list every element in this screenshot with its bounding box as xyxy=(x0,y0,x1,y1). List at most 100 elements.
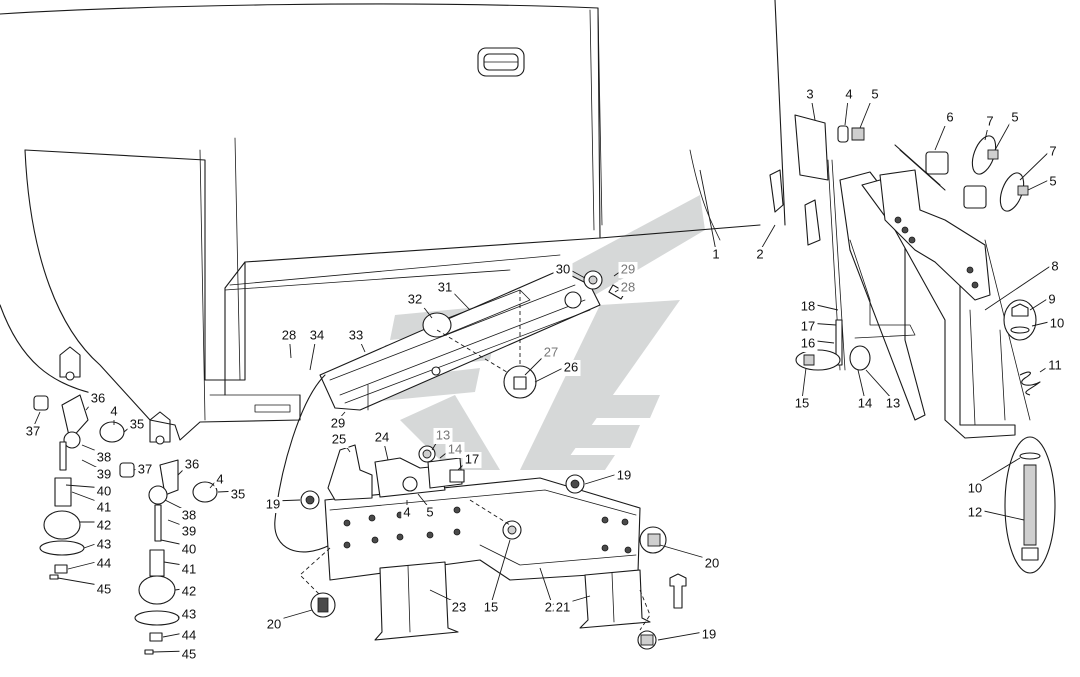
callout-leader-line xyxy=(490,539,511,605)
callout-c27: 27 xyxy=(524,344,561,376)
callout-c12: 12 xyxy=(965,504,1025,521)
callout-number: 39 xyxy=(97,466,111,481)
callout-c1: 1 xyxy=(699,169,722,263)
callout-number: 45 xyxy=(97,581,111,596)
callout-backing xyxy=(94,484,114,500)
callout-backing xyxy=(179,647,199,663)
callout-number: 14 xyxy=(858,395,872,410)
callout-backing xyxy=(798,336,818,352)
callout-number: 34 xyxy=(310,327,324,342)
callout-backing xyxy=(1009,110,1021,126)
callout-number: 43 xyxy=(97,536,111,551)
callout-backing xyxy=(23,424,43,440)
callout-backing xyxy=(1047,144,1059,160)
callout-backing xyxy=(424,505,436,521)
callout-number: 44 xyxy=(97,555,111,570)
callout-leader-line xyxy=(865,369,894,401)
left-mount-assembly-b xyxy=(119,459,218,655)
callout-backing xyxy=(94,537,114,553)
callout-backing xyxy=(94,518,114,534)
callout-backing xyxy=(88,391,108,407)
callout-c34: 34 xyxy=(307,327,327,371)
callout-number: 5 xyxy=(1011,109,1018,124)
callout-number: 15 xyxy=(484,599,498,614)
callout-backing xyxy=(618,280,638,296)
callout-c24: 24 xyxy=(372,429,392,461)
callout-c10a: 10 xyxy=(1031,315,1067,332)
callout-c10b: 10 xyxy=(965,457,1021,497)
callout-c20a: 20 xyxy=(264,609,313,633)
callout-backing xyxy=(94,556,114,572)
callout-c9: 9 xyxy=(1029,291,1058,311)
callout-number: 41 xyxy=(97,499,111,514)
callout-c18: 18 xyxy=(798,298,839,315)
callout-backing xyxy=(462,452,482,468)
callout-backing xyxy=(94,500,114,516)
callout-number: 35 xyxy=(130,416,144,431)
callout-number: 4 xyxy=(110,403,117,418)
callout-leader-line xyxy=(801,367,807,401)
callout-number: 39 xyxy=(182,523,196,538)
callout-number: 29 xyxy=(331,415,345,430)
callout-c38a: 38 xyxy=(81,444,114,466)
callout-backing xyxy=(1047,316,1067,332)
callout-number: 10 xyxy=(968,480,982,495)
callout-backing xyxy=(108,404,120,420)
suspension-strut xyxy=(274,269,601,553)
callout-number: 26 xyxy=(564,359,578,374)
callout-backing xyxy=(228,487,248,503)
callout-c14b: 14 xyxy=(439,441,465,459)
callout-number: 15 xyxy=(795,395,809,410)
callout-backing xyxy=(1046,292,1058,308)
callout-c5d: 5 xyxy=(417,493,436,521)
callout-c4a: 4 xyxy=(843,86,855,126)
callout-backing xyxy=(94,467,114,483)
callout-backing xyxy=(804,87,816,103)
callout-c30: 30 xyxy=(553,261,586,279)
callout-backing xyxy=(754,247,766,263)
callout-c17b: 17 xyxy=(457,451,482,471)
callout-number: 16 xyxy=(801,335,815,350)
callout-backing xyxy=(965,505,985,521)
callout-backing xyxy=(481,600,501,616)
callout-number: 19 xyxy=(617,467,631,482)
callout-c41a: 41 xyxy=(71,491,114,516)
callout-c5a: 5 xyxy=(859,86,881,129)
callout-backing xyxy=(618,262,638,278)
callout-backing xyxy=(843,87,855,103)
callout-c7a: 7 xyxy=(984,113,996,141)
callout-backing xyxy=(944,110,956,126)
callout-backing xyxy=(179,524,199,540)
callout-backing xyxy=(433,428,453,444)
callout-c2: 2 xyxy=(754,224,776,263)
callout-number: 18 xyxy=(801,298,815,313)
callout-number: 5 xyxy=(1049,173,1056,188)
callout-c15b: 15 xyxy=(481,539,511,616)
callout-number: 27 xyxy=(544,344,558,359)
callout-c8: 8 xyxy=(984,258,1061,311)
callout-backing xyxy=(329,432,349,448)
callout-backing xyxy=(445,442,465,458)
callout-number: 19 xyxy=(702,626,716,641)
callout-c37a: 37 xyxy=(23,411,43,440)
callout-backing xyxy=(94,582,114,598)
callout-c36b: 36 xyxy=(177,456,202,476)
callout-number: 29 xyxy=(621,261,635,276)
callout-backing xyxy=(553,262,573,278)
callout-backing xyxy=(179,542,199,558)
callout-c43a: 43 xyxy=(83,536,114,553)
callout-number: 9 xyxy=(1048,291,1055,306)
callout-backing xyxy=(699,627,719,643)
callout-c31: 31 xyxy=(435,279,471,311)
callout-backing xyxy=(127,417,147,433)
callout-number: 5 xyxy=(426,504,433,519)
callout-c19c: 19 xyxy=(657,626,719,643)
frame-bracket-assembly xyxy=(299,290,651,641)
callout-backing xyxy=(855,396,875,412)
callout-backing xyxy=(405,292,425,308)
callout-number: 42 xyxy=(182,583,196,598)
callout-c45a: 45 xyxy=(57,577,114,598)
callout-number: 23 xyxy=(452,599,466,614)
callout-number: 37 xyxy=(138,461,152,476)
